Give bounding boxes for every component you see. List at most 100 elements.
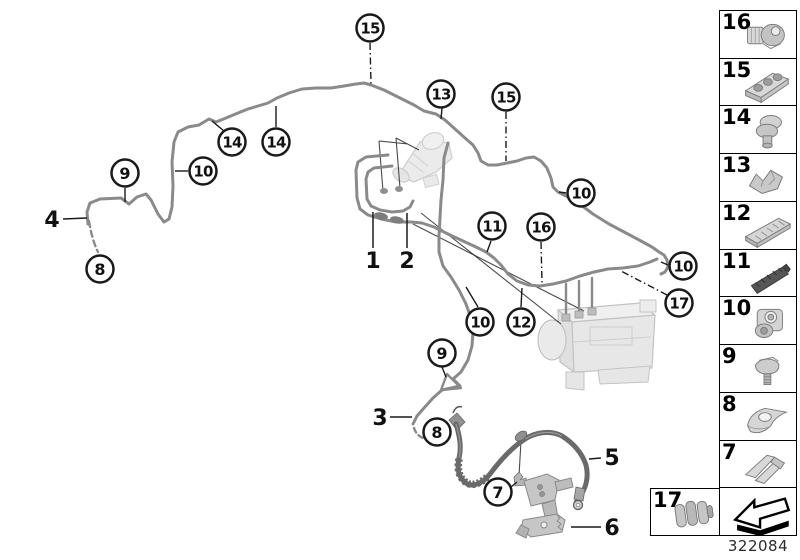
item-label-4[interactable]: 4 <box>44 208 59 233</box>
leader-line <box>510 481 518 488</box>
sidebar-item-16[interactable]: 16 <box>720 11 796 59</box>
part-number: 17 <box>653 488 683 512</box>
part-number: 10 <box>722 296 752 321</box>
callout-8[interactable]: 8 <box>85 254 115 284</box>
part-number: 9 <box>722 344 737 369</box>
callout-number: 14 <box>266 133 286 151</box>
sidebar-item-17[interactable]: 17 <box>650 488 720 536</box>
callout-10[interactable]: 10 <box>668 251 698 281</box>
pipe-expansion-loop <box>439 372 463 392</box>
parts-thumbnail-sidebar: 16 15 <box>719 10 797 536</box>
sidebar-item-7[interactable]: 7 <box>720 441 796 489</box>
callout-number: 12 <box>511 313 531 331</box>
part-number: 11 <box>722 248 752 273</box>
callout-number: 15 <box>496 88 516 106</box>
hose-clip-reference-line <box>518 440 522 477</box>
brake-hose-assembly <box>448 405 590 511</box>
item-label-1[interactable]: 1 <box>365 249 380 274</box>
part-number: 14 <box>722 105 752 130</box>
callout-number: 11 <box>482 217 502 235</box>
leader-line <box>465 286 479 308</box>
grommet-holder-icon <box>754 309 783 339</box>
leader-line <box>211 120 225 132</box>
part-number: 15 <box>722 57 752 82</box>
leader-line <box>369 42 372 85</box>
part-number: 7 <box>722 439 737 464</box>
callout-15[interactable]: 15 <box>491 82 521 112</box>
direction-arrow-icon <box>732 497 791 536</box>
part-number: 8 <box>722 391 737 416</box>
leader-line <box>520 287 523 308</box>
hose-bracket-6 <box>515 473 574 539</box>
corrugated-bracket-icon <box>750 264 791 295</box>
hose-grommet <box>514 430 528 442</box>
item-label-5[interactable]: 5 <box>604 446 619 471</box>
screw-clip-icon <box>754 356 780 385</box>
sidebar-item-8[interactable]: 8 <box>720 393 796 441</box>
u-bracket-icon <box>744 455 786 485</box>
callout-number: 9 <box>119 164 130 183</box>
leader-line <box>660 261 669 266</box>
abs-inlet-pipes <box>561 276 597 322</box>
sidebar-item-13[interactable]: 13 <box>720 154 796 202</box>
leader-line <box>440 107 443 120</box>
callout-17[interactable]: 17 <box>664 288 694 318</box>
callout-15[interactable]: 15 <box>355 13 385 43</box>
sidebar-item-14[interactable]: 14 <box>720 105 796 155</box>
callout-14[interactable]: 14 <box>217 127 247 157</box>
pipe-clip-icon <box>747 23 785 49</box>
leader-line <box>62 217 88 220</box>
leader-line <box>441 366 447 378</box>
callout-number: 16 <box>531 218 551 236</box>
leader-line <box>540 241 543 284</box>
callout-10[interactable]: 10 <box>188 156 218 186</box>
leader-line <box>486 240 492 253</box>
hose-end-fitting <box>573 486 586 502</box>
sidebar-item-11[interactable]: 11 <box>720 250 796 298</box>
spring-plate-clip-icon <box>747 407 789 433</box>
callout-number: 17 <box>669 294 689 312</box>
callout-number: 7 <box>492 483 503 502</box>
leader-line <box>558 191 567 194</box>
double-clip-icon <box>748 169 784 194</box>
callout-9[interactable]: 9 <box>427 338 457 368</box>
callout-number: 15 <box>360 19 380 37</box>
callout-number: 10 <box>193 162 213 180</box>
corrugated-sleeve-icon <box>674 500 714 528</box>
callout-14[interactable]: 14 <box>261 127 291 157</box>
callout-10[interactable]: 10 <box>566 178 596 208</box>
callout-12[interactable]: 12 <box>506 307 536 337</box>
sidebar-item-15[interactable]: 15 <box>720 59 796 107</box>
figure-code: 322084 <box>727 537 789 555</box>
sidebar-item-12[interactable]: 12 <box>720 202 796 250</box>
pipe-clamp-icon <box>755 115 782 149</box>
callout-9[interactable]: 9 <box>110 158 140 188</box>
callout-16[interactable]: 16 <box>526 212 556 242</box>
abs-unit-ghost <box>537 299 657 391</box>
item-label-6[interactable]: 6 <box>604 516 619 541</box>
part-number: 12 <box>722 200 752 225</box>
callout-10[interactable]: 10 <box>465 307 495 337</box>
sidebar-item-10[interactable]: 10 <box>720 296 796 346</box>
callout-11[interactable]: 11 <box>477 211 507 241</box>
item-label-3[interactable]: 3 <box>372 406 387 431</box>
multi-pipe-holder-icon <box>744 73 790 104</box>
item-label-2[interactable]: 2 <box>399 249 414 274</box>
sidebar-item-9[interactable]: 9 <box>720 345 796 393</box>
leader-lines <box>62 42 669 528</box>
callout-number: 9 <box>436 344 447 363</box>
leader-line <box>620 270 668 296</box>
part-number: 16 <box>722 10 752 34</box>
callout-7[interactable]: 7 <box>483 477 513 507</box>
callout-number: 10 <box>470 313 490 331</box>
master-cylinder-ghost <box>392 131 453 189</box>
callout-13[interactable]: 13 <box>426 79 456 109</box>
brake-pipe-loop-1-and-rear <box>354 153 659 288</box>
dashed-lead-to-clip-8-left <box>87 219 100 254</box>
sidebar-item-arrow[interactable] <box>720 488 796 536</box>
callout-8[interactable]: 8 <box>422 417 452 447</box>
